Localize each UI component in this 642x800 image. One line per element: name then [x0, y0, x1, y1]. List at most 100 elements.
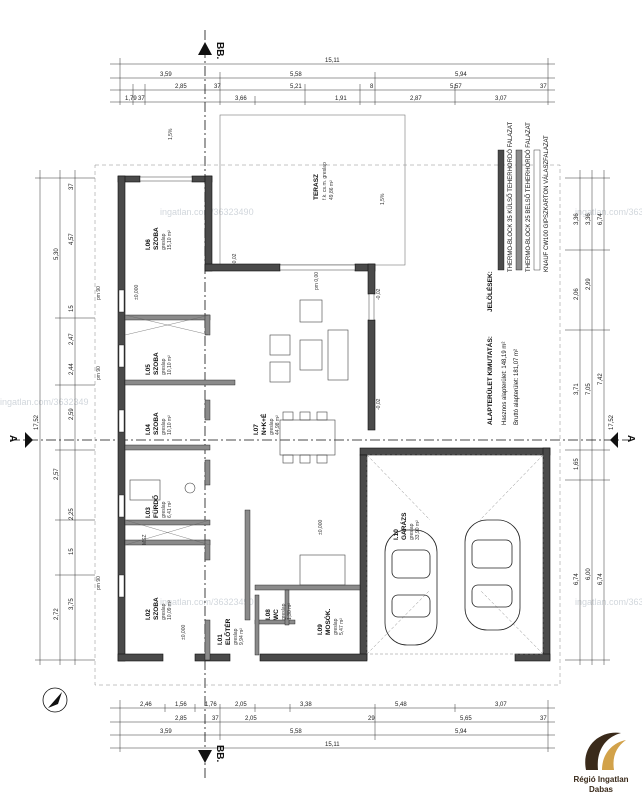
svg-text:Bruttó alapterület: 181,07 m²: Bruttó alapterület: 181,07 m² [514, 349, 520, 425]
dim-left: 2,72 [54, 608, 60, 620]
room-label: TERASZ f.k. cs.m. greslap 49,86 m² [313, 162, 335, 200]
hatch-lines [124, 314, 211, 546]
dim-bottom: 1,76 [205, 702, 217, 708]
svg-text:I.04: I.04 [145, 424, 152, 435]
dim-top: 3,59 [160, 72, 172, 78]
dim-left: 5,30 [54, 248, 60, 260]
dim-right: 6,00 [586, 568, 592, 580]
svg-text:greslap: greslap [269, 418, 275, 435]
svg-text:greslap: greslap [333, 618, 339, 635]
dim-left: 2,25 [69, 508, 75, 520]
slope-label: 1,5% [380, 193, 386, 205]
svg-text:I.10: I.10 [393, 529, 400, 540]
dim-right: 3,36 [574, 213, 580, 225]
section-arrow-icon [198, 42, 212, 55]
garage-roof-lines [366, 454, 544, 655]
dim-total-top: 15,11 [325, 58, 340, 64]
dim-left: 2,47 [69, 333, 75, 345]
legend-item: KNAUF CW100 GIPSZKARTON VÁLASZFALAZAT [543, 135, 550, 272]
level-mark: -0,02 [376, 398, 382, 410]
dim-left: 2,57 [54, 468, 60, 480]
level-mark: ±0,000 [181, 625, 187, 640]
level-mark: pm 0,00 [314, 272, 320, 290]
dim-bottom: 2,46 [140, 702, 152, 708]
svg-text:greslap: greslap [161, 603, 167, 620]
dim-left: 2,59 [69, 408, 75, 420]
dim-left: 15 [69, 548, 75, 555]
watermark-text: ingatlan.com/36323490 [160, 597, 254, 607]
svg-text:SZOBA: SZOBA [153, 412, 160, 435]
watermark-text: ingatlan.com/363 [575, 597, 642, 607]
svg-text:33,90 m²: 33,90 m² [415, 520, 421, 540]
watermark-text: ingatlan.com/3632349 [0, 397, 89, 407]
svg-text:9,94 m²: 9,94 m² [239, 628, 245, 645]
dim-right: 6,74 [598, 213, 604, 225]
dim-top: 3,07 [495, 96, 507, 102]
svg-text:49,86 m²: 49,86 m² [329, 180, 335, 200]
dim-bottom: 29 [368, 716, 375, 722]
dim-right: 1,65 [574, 458, 580, 470]
dim-bottom: 37 [212, 716, 219, 722]
north-arrow-icon [42, 687, 68, 713]
legend-item: THERMO-BLOCK 25 BELSŐ TEHERHORDÓ FALAZAT [525, 122, 532, 272]
svg-text:greslap: greslap [161, 358, 167, 375]
dim-top: 37 [214, 84, 221, 90]
dim-bottom: 2,05 [245, 716, 257, 722]
room-label: I.09 MOSÓK. greslap 5,47 m² [317, 608, 345, 635]
svg-text:greslap: greslap [233, 628, 239, 645]
svg-text:6,41 m²: 6,41 m² [167, 501, 173, 518]
dim-left: 37 [69, 183, 75, 190]
room-label: I.01 ELŐTÉR greslap 9,94 m² [217, 618, 245, 645]
dim-top: 37 [540, 84, 547, 90]
dim-top: 3,66 [235, 96, 247, 102]
dim-left: 4,57 [69, 233, 75, 245]
dim-bottom: 37 [540, 716, 547, 722]
legend-item: THERMO-BLOCK 35 KÜLSŐ TEHERHORDÓ FALAZAT [507, 122, 514, 272]
svg-text:I.09: I.09 [317, 624, 324, 635]
svg-text:greslap: greslap [161, 418, 167, 435]
section-label-aa-left: A [7, 435, 18, 442]
level-mark: -0,02 [376, 288, 382, 300]
svg-text:N+K+É: N+K+É [259, 413, 268, 435]
interior-walls [124, 314, 361, 661]
top-dimensions [110, 58, 555, 105]
left-dimensions [35, 170, 95, 665]
section-label-bb-bottom: BB. [214, 745, 225, 762]
svg-text:FÜRDŐ: FÜRDŐ [151, 495, 160, 518]
dim-bottom: 5,48 [395, 702, 407, 708]
svg-text:greslap: greslap [281, 603, 287, 620]
room-label: I.03 FÜRDŐ greslap 6,41 m² [145, 495, 173, 518]
section-label-aa-right: A [625, 435, 636, 442]
level-mark: pm 90 [96, 576, 102, 590]
svg-text:greslap: greslap [409, 523, 415, 540]
room-label: I.02 SZOBA greslap 10,09 m² [145, 597, 173, 620]
section-arrow-icon [198, 750, 212, 763]
dim-right: 6,74 [598, 573, 604, 585]
bottom-dimensions [110, 700, 555, 752]
svg-text:15,10 m²: 15,10 m² [167, 230, 173, 250]
svg-text:WC: WC [273, 609, 280, 620]
level-mark: pm 90 [96, 286, 102, 300]
dim-right: 3,36 [586, 213, 592, 225]
legend-swatch [515, 149, 523, 271]
right-dimensions [565, 170, 610, 665]
area-summary: ALAPTERÜLET KIMUTATÁS: Hasznos alapterül… [485, 336, 520, 425]
dim-right: 7,42 [598, 373, 604, 385]
dim-bottom: 1,56 [175, 702, 187, 708]
slope-label: 1,5% [168, 128, 174, 140]
svg-text:SZOBA: SZOBA [153, 352, 160, 375]
dim-top: 5,94 [455, 72, 467, 78]
room-label: I.04 SZOBA greslap 10,10 m² [145, 412, 173, 435]
svg-text:greslap: greslap [161, 233, 167, 250]
dim-left-total: 17,52 [34, 414, 40, 430]
car-icon [464, 519, 521, 631]
svg-text:I.08: I.08 [265, 609, 272, 620]
svg-text:SZOBA: SZOBA [153, 597, 160, 620]
svg-text:f.k. cs.m. greslap: f.k. cs.m. greslap [322, 162, 328, 200]
windows [118, 176, 375, 598]
svg-text:TERASZ: TERASZ [313, 174, 320, 200]
dim-top: 5,57 [450, 84, 462, 90]
svg-text:10,10 m²: 10,10 m² [167, 355, 173, 375]
dim-top: 2,87 [410, 96, 422, 102]
